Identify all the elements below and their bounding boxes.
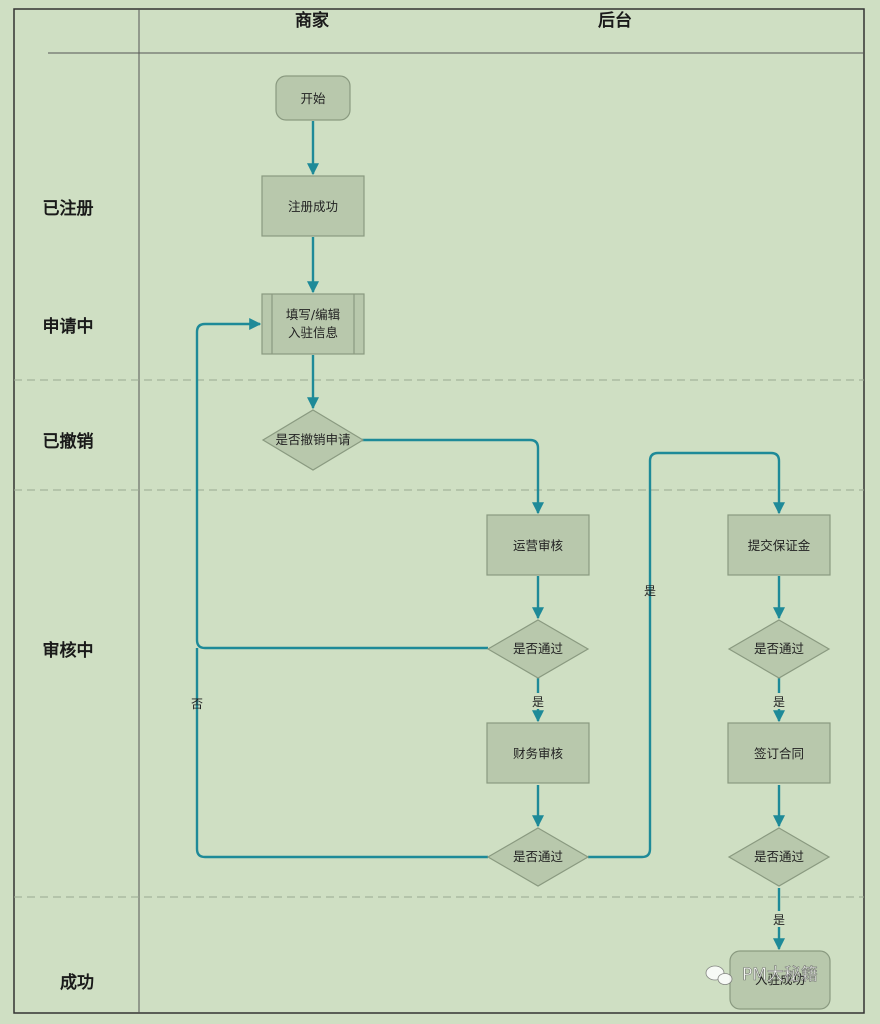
pass-decision-2-node <box>486 827 590 887</box>
lane-applying: 申请中 <box>43 316 94 337</box>
edge-label-yes-fin: 是 <box>644 584 656 598</box>
pass-decision-3-label: 是否通过 <box>754 641 805 656</box>
watermark-text: PM大秘籍 <box>742 965 818 985</box>
wechat-icon <box>705 965 733 985</box>
deposit-label: 提交保证金 <box>748 538 811 553</box>
column-merchant: 商家 <box>295 10 329 31</box>
watermark: PM大秘籍 <box>705 965 818 985</box>
edge-label-yes-deposit: 是 <box>773 695 785 709</box>
ops-review-label: 运营审核 <box>513 538 564 553</box>
pass-decision-1-node <box>486 619 590 679</box>
pass-decision-1-label: 是否通过 <box>513 641 564 656</box>
pass-decision-2-label: 是否通过 <box>513 849 564 864</box>
edge-label-yes-ops: 是 <box>532 695 544 709</box>
start-node <box>275 75 351 121</box>
pass-decision-4-node <box>727 827 831 887</box>
finance-review-label: 财务审核 <box>513 746 564 761</box>
lane-registered: 已注册 <box>43 198 94 219</box>
edge-label-no: 否 <box>191 697 203 711</box>
end-node-label: 入驻成功 <box>755 972 805 987</box>
label-bg-yes3 <box>771 693 787 709</box>
label-bg-yes4 <box>771 911 787 927</box>
fill-info-label-line1: 填写/编辑 <box>286 307 340 322</box>
diagram-frame <box>13 8 865 1014</box>
register-success-node <box>261 175 365 237</box>
lane-reviewing: 审核中 <box>43 640 94 661</box>
edge-pass1-no-to-fill <box>195 318 488 650</box>
finance-review-node <box>486 722 590 784</box>
edge-revoke-to-ops <box>362 438 544 515</box>
contract-label: 签订合同 <box>754 746 804 761</box>
register-success-label: 注册成功 <box>288 199 338 214</box>
fill-info-node <box>261 293 365 355</box>
pass-decision-3-node <box>727 619 831 679</box>
column-backend: 后台 <box>598 10 632 31</box>
fill-info-label-line2: 入驻信息 <box>288 325 338 340</box>
label-bg-yes1 <box>530 693 546 709</box>
pass-decision-4-label: 是否通过 <box>754 849 805 864</box>
edge-pass2-yes-to-deposit <box>588 451 785 859</box>
contract-node <box>727 722 831 784</box>
lane-success: 成功 <box>60 972 94 993</box>
revoke-decision-label: 是否撤销申请 <box>275 432 350 447</box>
start-node-label: 开始 <box>300 91 326 106</box>
revoke-decision-node <box>261 409 365 471</box>
edge-label-yes-contract: 是 <box>773 913 785 927</box>
edge-pass2-no-to-fill <box>195 648 488 859</box>
lane-revoked: 已撤销 <box>43 431 94 452</box>
deposit-node <box>727 514 831 576</box>
ops-review-node <box>486 514 590 576</box>
